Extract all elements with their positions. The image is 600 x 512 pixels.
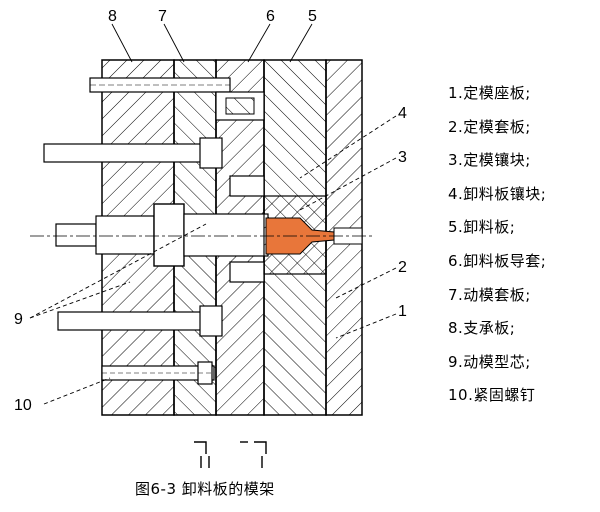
stripper-bushing xyxy=(215,91,265,121)
legend-item: 7.动模套板; xyxy=(448,285,531,304)
section-marks xyxy=(194,441,267,468)
legend-item: 6.卸料板导套; xyxy=(448,251,547,270)
callout-9: 9 xyxy=(14,311,23,328)
fastening-screw xyxy=(101,361,215,385)
legend-item: 5.卸料板; xyxy=(448,218,516,237)
parts-legend: 1.定模座板; 2.定模套板; 3.定模镶块; 4.卸料板镶块; 5.卸料板; … xyxy=(448,82,546,418)
callout-1: 1 xyxy=(398,303,407,320)
legend-item: 10.紧固螺钉 xyxy=(448,386,536,405)
figure-caption: 图6-3 卸料板的模架 xyxy=(135,480,275,498)
legend-item: 8.支承板; xyxy=(448,319,516,338)
callout-5: 5 xyxy=(308,8,317,25)
callout-7: 7 xyxy=(158,8,167,25)
callout-2: 2 xyxy=(398,259,407,276)
callout-leaders xyxy=(29,23,397,405)
guide-pin-lower xyxy=(57,305,223,337)
callout-6: 6 xyxy=(266,8,275,25)
callout-8: 8 xyxy=(108,8,117,25)
guide-pin-top xyxy=(89,77,231,93)
callout-10: 10 xyxy=(14,397,32,414)
legend-item: 2.定模套板; xyxy=(448,117,531,136)
callout-4: 4 xyxy=(398,105,407,122)
stripper-insert xyxy=(229,175,265,283)
callout-3: 3 xyxy=(398,149,407,166)
moving-core xyxy=(55,203,269,267)
guide-pin-upper xyxy=(43,137,223,169)
legend-item: 9.动模型芯; xyxy=(448,352,531,371)
legend-item: 3.定模镶块; xyxy=(448,151,531,170)
legend-item: 4.卸料板镶块; xyxy=(448,184,547,203)
legend-item: 1.定模座板; xyxy=(448,84,531,102)
